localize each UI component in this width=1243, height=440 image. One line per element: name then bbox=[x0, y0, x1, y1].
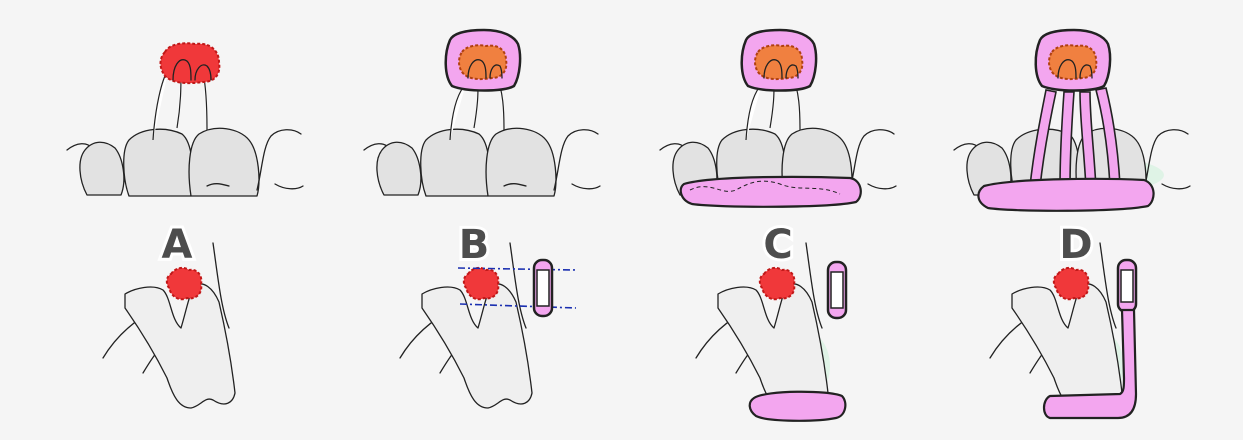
panel-label-a: A bbox=[162, 222, 193, 268]
panel-b-bracket bbox=[534, 260, 552, 316]
panel-d-side-lesion bbox=[1054, 268, 1089, 299]
panel-c-side-lesion bbox=[760, 268, 795, 299]
panel-label-b: B bbox=[459, 222, 490, 268]
panel-a-side-lesion bbox=[167, 268, 202, 299]
panel-label-d: D bbox=[1059, 222, 1092, 268]
panel-c-base bbox=[750, 392, 846, 421]
panel-d-splint bbox=[978, 179, 1153, 211]
panel-b-side-lesion bbox=[464, 268, 499, 299]
panel-label-c: C bbox=[763, 222, 792, 268]
panel-c-bracket bbox=[828, 262, 846, 318]
panel-d-bracket bbox=[1118, 260, 1136, 312]
